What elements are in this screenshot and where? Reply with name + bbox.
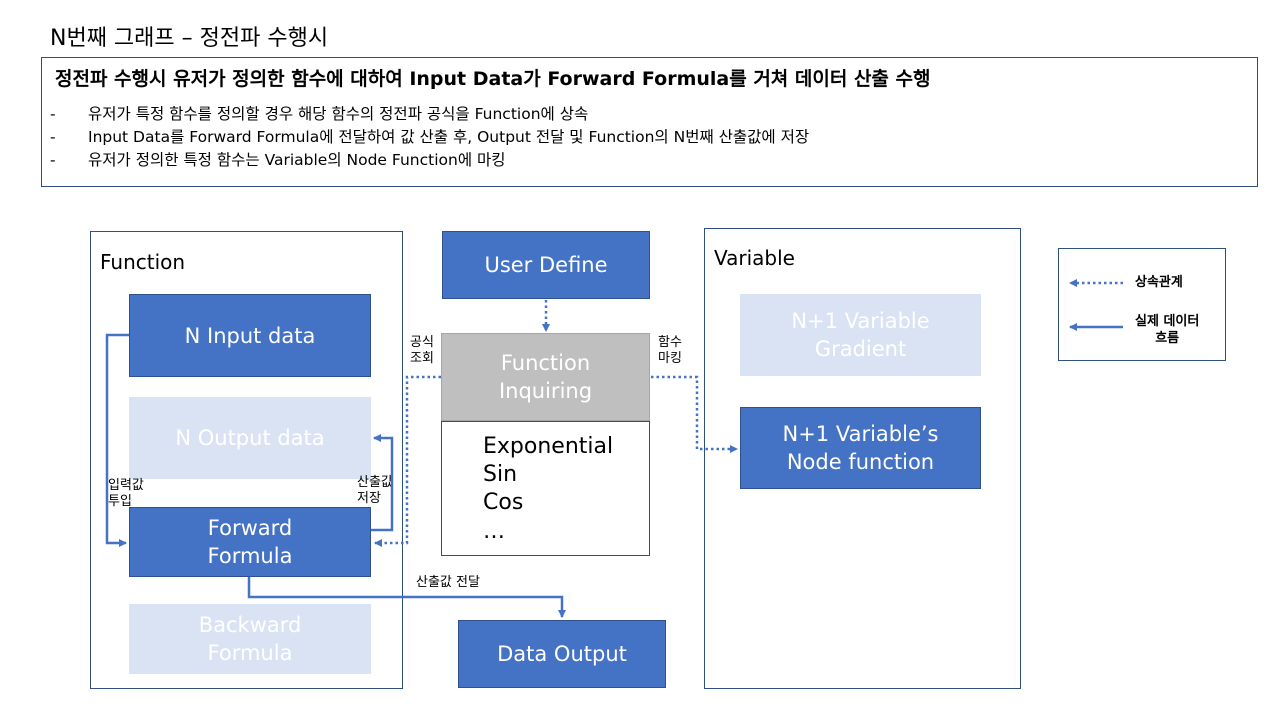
- summary-bullet: - 유저가 정의한 특정 함수는 Variable의 Node Function에…: [50, 148, 506, 170]
- transfer-label: 산출값 전달: [416, 575, 480, 590]
- function-list-item: Exponential: [483, 434, 614, 459]
- user-define-box: User Define: [442, 231, 650, 299]
- variable-gradient-box: N+1 Variable Gradient: [740, 294, 981, 376]
- bullet-marker: -: [50, 128, 56, 146]
- backward-formula-box: Backward Formula: [129, 604, 371, 674]
- input-label: 입력값 투입: [108, 478, 144, 509]
- legend-box: 상속관계 실제 데이터 흐름: [1058, 248, 1226, 361]
- legend-dataflow-label: 실제 데이터 흐름: [1135, 314, 1200, 346]
- function-list-box: Exponential Sin Cos …: [441, 421, 650, 556]
- forward-formula-box: Forward Formula: [129, 507, 371, 577]
- summary-headline: 정전파 수행시 유저가 정의한 함수에 대하여 Input Data가 Forw…: [55, 68, 931, 90]
- node-function-box: N+1 Variable’s Node function: [740, 407, 981, 489]
- summary-bullet-text: 유저가 특정 함수를 정의할 경우 해당 함수의 정전파 공식을 Functio…: [88, 105, 589, 123]
- arrow-inquiring-to-forward: [374, 375, 441, 547]
- summary-bullet-text: Input Data를 Forward Formula에 전달하여 값 산출 후…: [88, 128, 810, 146]
- data-output-box: Data Output: [458, 620, 666, 688]
- arrow-inquiring-to-node: [651, 375, 738, 453]
- legend-inheritance-label: 상속관계: [1135, 275, 1183, 290]
- summary-bullet-text: 유저가 정의한 특정 함수는 Variable의 Node Function에 …: [88, 151, 506, 169]
- bullet-marker: -: [50, 151, 56, 169]
- function-panel-title: Function: [100, 250, 186, 274]
- summary-bullet: - 유저가 특정 함수를 정의할 경우 해당 함수의 정전파 공식을 Functi…: [50, 102, 588, 124]
- lookup-label: 공식 조회: [410, 335, 434, 366]
- arrow-input-to-forward: [105, 333, 129, 547]
- store-label: 산출값 저장: [357, 475, 393, 506]
- variable-panel-title: Variable: [714, 246, 795, 270]
- n-input-data-box: N Input data: [129, 294, 371, 377]
- arrow-forward-to-data-output: [247, 577, 566, 618]
- marking-label: 함수 마킹: [658, 335, 682, 366]
- function-list-item: Sin: [483, 462, 518, 487]
- function-inquiring-box: Function Inquiring: [441, 333, 650, 421]
- summary-box: 정전파 수행시 유저가 정의한 함수에 대하여 Input Data가 Forw…: [41, 57, 1258, 187]
- bullet-marker: -: [50, 105, 56, 123]
- arrow-forward-to-output: [371, 434, 394, 532]
- n-output-data-box: N Output data: [129, 397, 371, 479]
- summary-bullet: - Input Data를 Forward Formula에 전달하여 값 산출 …: [50, 125, 809, 147]
- function-list-item: …: [483, 519, 505, 544]
- function-list-item: Cos: [483, 490, 524, 515]
- page-title: N번째 그래프 – 정전파 수행시: [50, 26, 329, 51]
